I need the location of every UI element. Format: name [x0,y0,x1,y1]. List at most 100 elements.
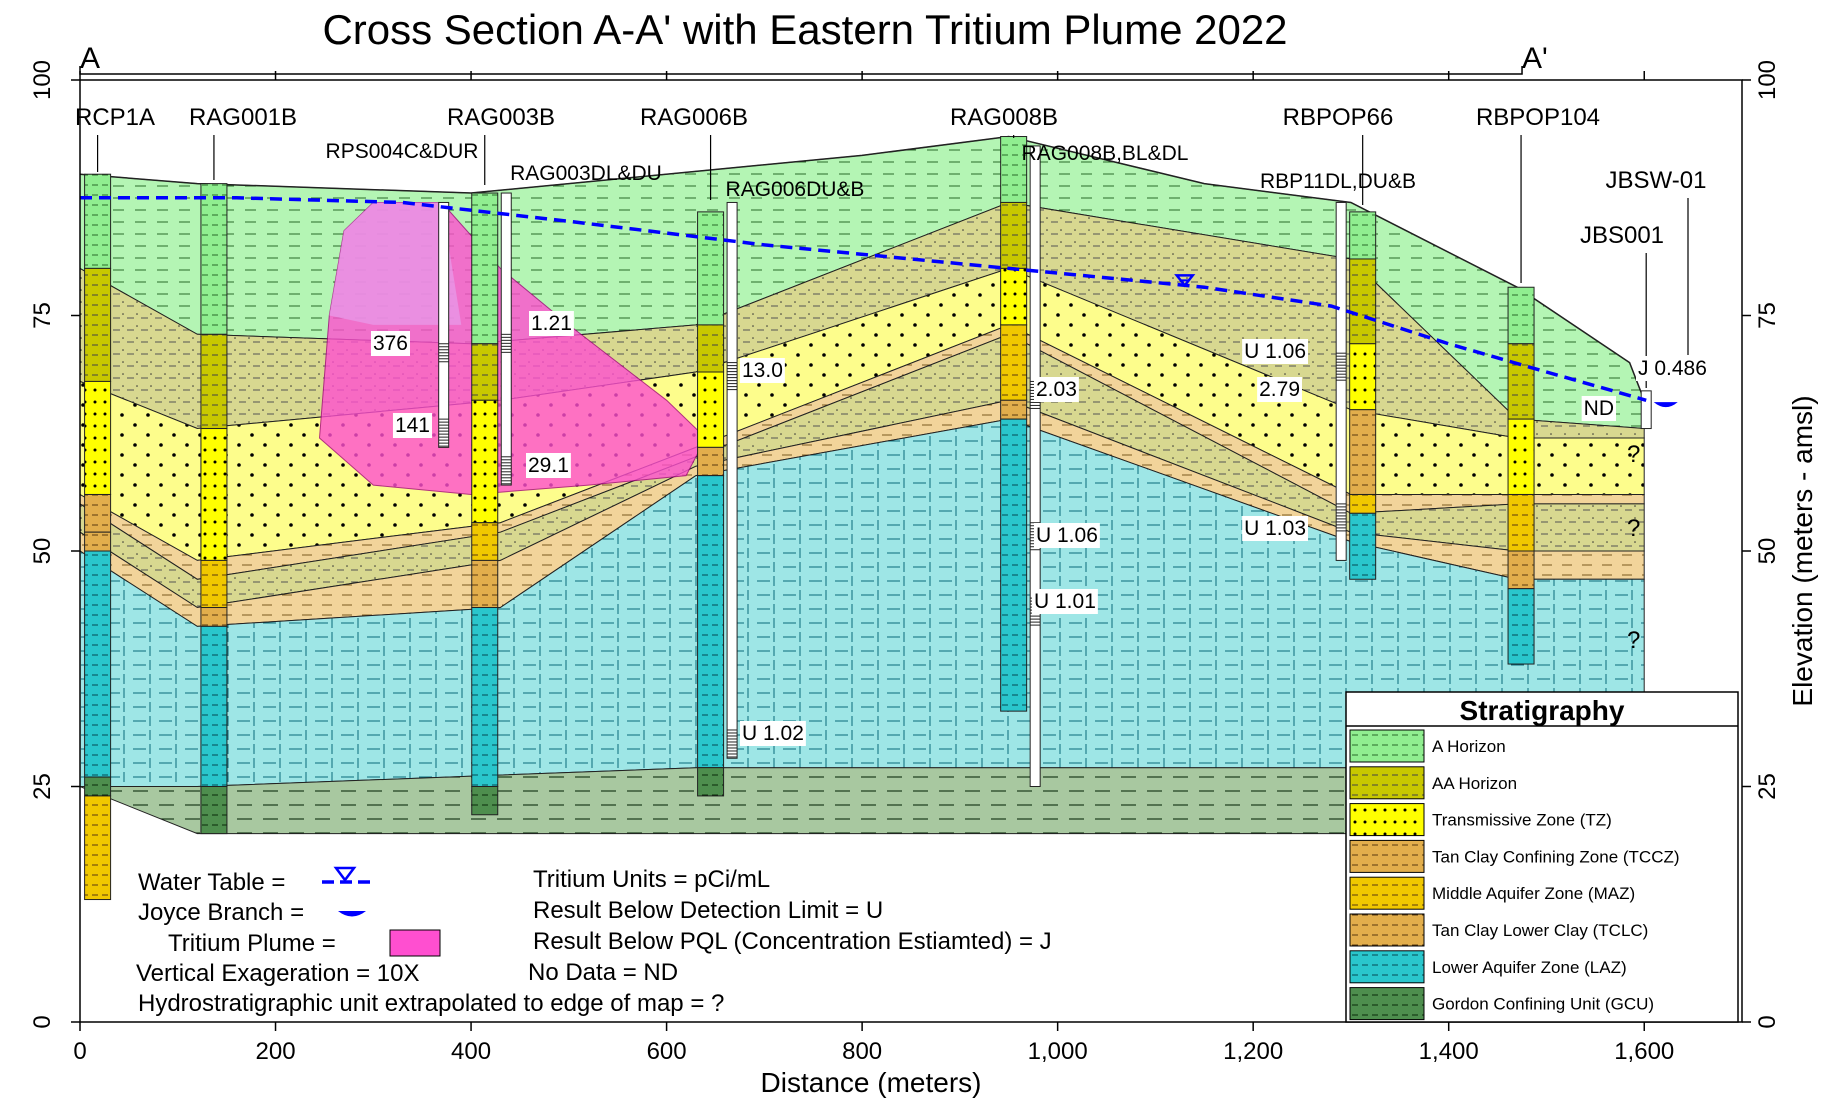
well-rag003b-segment [471,522,499,561]
well-rag008b-segment [1000,324,1028,401]
y-tick-label-right: 50 [1754,538,1781,565]
well-rbpop66-segment [1349,493,1377,514]
well-rag003b-segment [471,786,499,816]
result-label: U 1.01 [1034,590,1096,613]
chart-title: Cross Section A-A' with Eastern Tritium … [322,6,1287,53]
well-rcp1a-segment [84,550,112,778]
result-label: ND [1584,397,1614,420]
well-rag008b-segment [1000,201,1028,269]
result-label-bg [392,413,432,438]
casing-rag006du [726,201,738,759]
well-label: RBPOP104 [1476,104,1600,131]
result-label-bg [740,721,806,746]
well-label: RAG003B [447,104,555,131]
ground-surface [79,135,1645,401]
note-no-data: No Data = ND [528,959,678,986]
well-rbpop66-segment [1349,343,1377,411]
result-label: J 0.486 [1638,357,1707,380]
well-label: RAG006B [640,104,748,131]
result-label-bg [1257,377,1302,402]
well-rbpop104-segment [1507,550,1535,590]
result-label: 2.79 [1259,378,1300,401]
result-label: U 1.02 [742,722,804,745]
plume-upper [329,202,462,325]
well-rag003b-segment [471,399,499,524]
well-rag008b-segment [1000,267,1028,326]
well-label: JBS001 [1580,222,1664,249]
section-line [79,66,1523,75]
legend-unit-label: Tan Clay Confining Zone (TCCZ) [1432,847,1680,866]
x-tick-label: 1,200 [1223,1038,1283,1065]
note-below-detection: Result Below Detection Limit = U [533,897,883,924]
note-joyce-branch-symbol [338,911,366,917]
well-label: RAG006DU&B [726,178,865,201]
result-label: 376 [373,332,408,355]
well-rag001b-segment [200,625,228,787]
well-rbpop104-segment [1507,418,1535,495]
result-label-bg [1032,589,1098,614]
x-tick-label: 1,400 [1419,1038,1479,1065]
legend-swatch [1349,766,1425,800]
result-label-bg [1034,377,1079,402]
casing-rbp11 [1335,201,1347,561]
well-rag008b-segment [1000,418,1028,712]
well-rag001b-segment [200,183,228,335]
well-rag006b-segment [697,371,725,448]
well-rag001b-segment [200,559,228,609]
y-tick-label-right: 75 [1754,302,1781,329]
legend-swatch [1349,913,1425,947]
result-label: U 1.03 [1244,517,1306,540]
well-rag003b-segment [471,192,499,345]
note-tritium-units: Tritium Units = pCi/mL [533,866,770,893]
result-label-bg [740,358,785,383]
note-water-table-icon [333,866,357,883]
well-rag006b-segment [697,475,725,769]
well-rag001b-segment [200,333,228,430]
well-rcp1a-segment [84,493,112,533]
note-water-table: Water Table = [138,869,285,896]
y-tick-label: 25 [29,773,56,800]
x-tick-label: 400 [451,1038,491,1065]
legend-title: Stratigraphy [1460,695,1625,726]
well-rbpop66-segment [1349,409,1377,495]
water-table [80,196,1678,408]
well-label: RAG001B [189,104,297,131]
note-below-pql: Result Below PQL (Concentration Estiamte… [533,928,1052,955]
legend-unit-label: Gordon Confining Unit (GCU) [1432,995,1654,1014]
casing-rag003dl [500,192,512,486]
well-label: RCP1A [75,104,155,131]
well-rbpop104-segment [1507,588,1535,665]
note-plume-swatch [389,929,441,957]
legend-unit-label: Middle Aquifer Zone (MAZ) [1432,884,1635,903]
well-rcp1a-segment [84,795,112,901]
joyce-branch-symbol [1653,402,1678,408]
extrapolation-mark: ? [1627,627,1640,654]
well-rag006b-segment [697,211,725,326]
well-label: RBPOP66 [1283,104,1394,131]
well-rbpop104-segment [1507,343,1535,420]
x-tick-label: 200 [256,1038,296,1065]
well-rag008b-segment [1000,399,1028,420]
well-rcp1a-segment [84,267,112,382]
x-tick-label: 800 [842,1038,882,1065]
section-end-left: A [80,42,100,75]
section-end-right: A' [1522,42,1548,75]
legend-swatch [1349,987,1425,1021]
well-label: JBSW-01 [1606,167,1707,194]
result-label: 13.0 [742,359,783,382]
y-tick-label: 75 [29,302,56,329]
well-rag003b-segment [471,343,499,401]
well-label: RPS004C&DUR [326,140,479,163]
water-table-line [80,196,1647,402]
note-extrapolated: Hydrostratigraphic unit extrapolated to … [138,990,724,1017]
well-rag001b-segment [200,607,228,627]
well-rbpop66-segment [1349,211,1377,260]
legend-unit-label: Lower Aquifer Zone (LAZ) [1432,958,1627,977]
casing-jbs001 [1640,390,1652,430]
y-tick-label: 0 [29,1015,56,1028]
y-tick-label: 100 [29,60,56,100]
result-label-bg [529,311,574,336]
